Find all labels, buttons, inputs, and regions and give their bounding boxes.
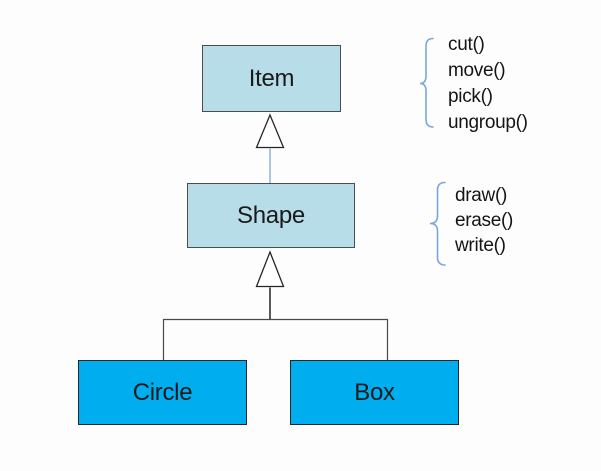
class-node-box-label: Box — [354, 378, 395, 406]
class-node-shape: Shape — [187, 183, 355, 248]
brace-icon — [429, 181, 446, 266]
method-label: draw() — [455, 185, 508, 206]
class-node-item: Item — [202, 45, 341, 112]
shape-methods-list: draw() erase() write() — [455, 183, 513, 258]
class-node-box: Box — [290, 360, 459, 425]
method-label: move() — [448, 60, 506, 81]
class-node-circle-label: Circle — [132, 378, 193, 406]
method-label: write() — [455, 235, 506, 256]
method-label: ungroup() — [448, 112, 528, 133]
inheritance-arrow-icon — [255, 113, 285, 149]
class-node-circle: Circle — [78, 360, 247, 425]
method-label: cut() — [448, 34, 485, 55]
connector-branch — [162, 318, 389, 360]
class-node-shape-label: Shape — [237, 201, 305, 229]
method-label: erase() — [455, 210, 514, 231]
inheritance-arrow-icon — [255, 250, 285, 288]
method-label: pick() — [448, 86, 493, 107]
brace-icon — [419, 37, 434, 128]
class-node-item-label: Item — [248, 64, 295, 92]
item-methods-list: cut() move() pick() ungroup() — [448, 32, 528, 136]
